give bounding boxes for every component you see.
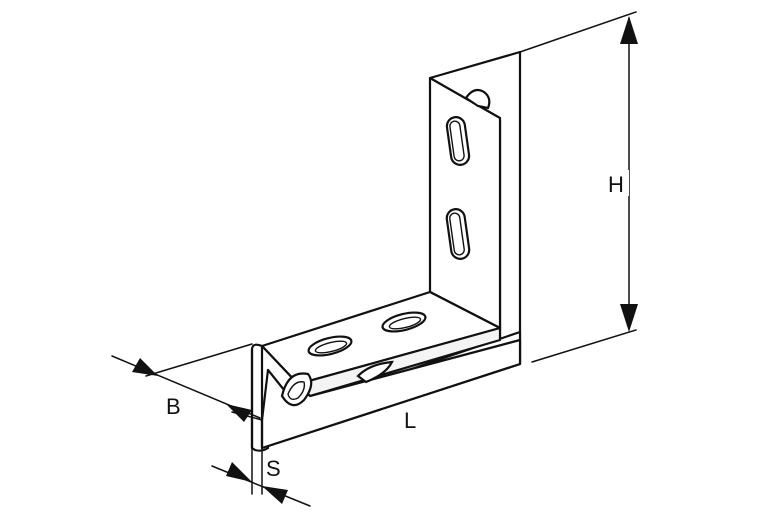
vertical-plate-face	[428, 76, 502, 330]
dimension-width: B	[111, 343, 263, 422]
width-arrow-right	[226, 404, 252, 422]
base-plate-slot-right	[381, 311, 427, 333]
height-arrow-top	[620, 16, 638, 44]
angle-bracket	[250, 50, 522, 452]
front-flange-slot	[280, 372, 313, 407]
thickness-arrow-right	[262, 486, 288, 504]
dimension-thickness: S	[211, 447, 311, 507]
width-label: B	[166, 394, 181, 419]
dimension-length: L	[404, 408, 416, 433]
front-flange-side	[260, 338, 522, 450]
width-arrow-left	[132, 358, 158, 376]
length-label: L	[404, 408, 416, 433]
vertical-plate-slot-lower	[445, 208, 471, 260]
vertical-plate-slot-upper	[445, 116, 471, 166]
vertical-plate-top-notch	[464, 88, 491, 110]
base-plate-slot-left	[307, 335, 353, 357]
base-plate-underside-slot	[356, 360, 394, 384]
thickness-label: S	[266, 456, 281, 481]
height-label: H	[608, 172, 624, 197]
dimension-height: H	[519, 11, 638, 363]
thickness-arrow-left	[226, 462, 252, 482]
height-arrow-bottom	[620, 304, 638, 332]
